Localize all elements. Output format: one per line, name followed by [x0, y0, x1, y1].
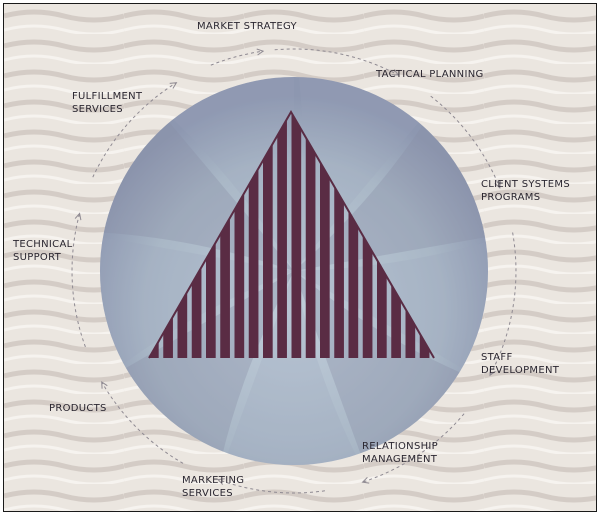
cycle-diagram: [4, 4, 597, 512]
label-staff-development: STAFF DEVELOPMENT: [481, 351, 559, 377]
label-products: PRODUCTS: [49, 402, 107, 415]
label-relationship-management: RELATIONSHIP MANAGEMENT: [362, 440, 438, 466]
label-market-strategy: MARKET STRATEGY: [197, 20, 297, 33]
label-technical-support: TECHNICAL SUPPORT: [13, 238, 72, 264]
label-client-systems-programs: CLIENT SYSTEMS PROGRAMS: [481, 178, 570, 204]
diagram-frame: MARKET STRATEGY TACTICAL PLANNING CLIENT…: [3, 3, 597, 512]
label-tactical-planning: TACTICAL PLANNING: [376, 68, 484, 81]
label-fulfillment-services: FULFILLMENT SERVICES: [72, 90, 142, 116]
label-marketing-services: MARKETING SERVICES: [182, 474, 244, 500]
